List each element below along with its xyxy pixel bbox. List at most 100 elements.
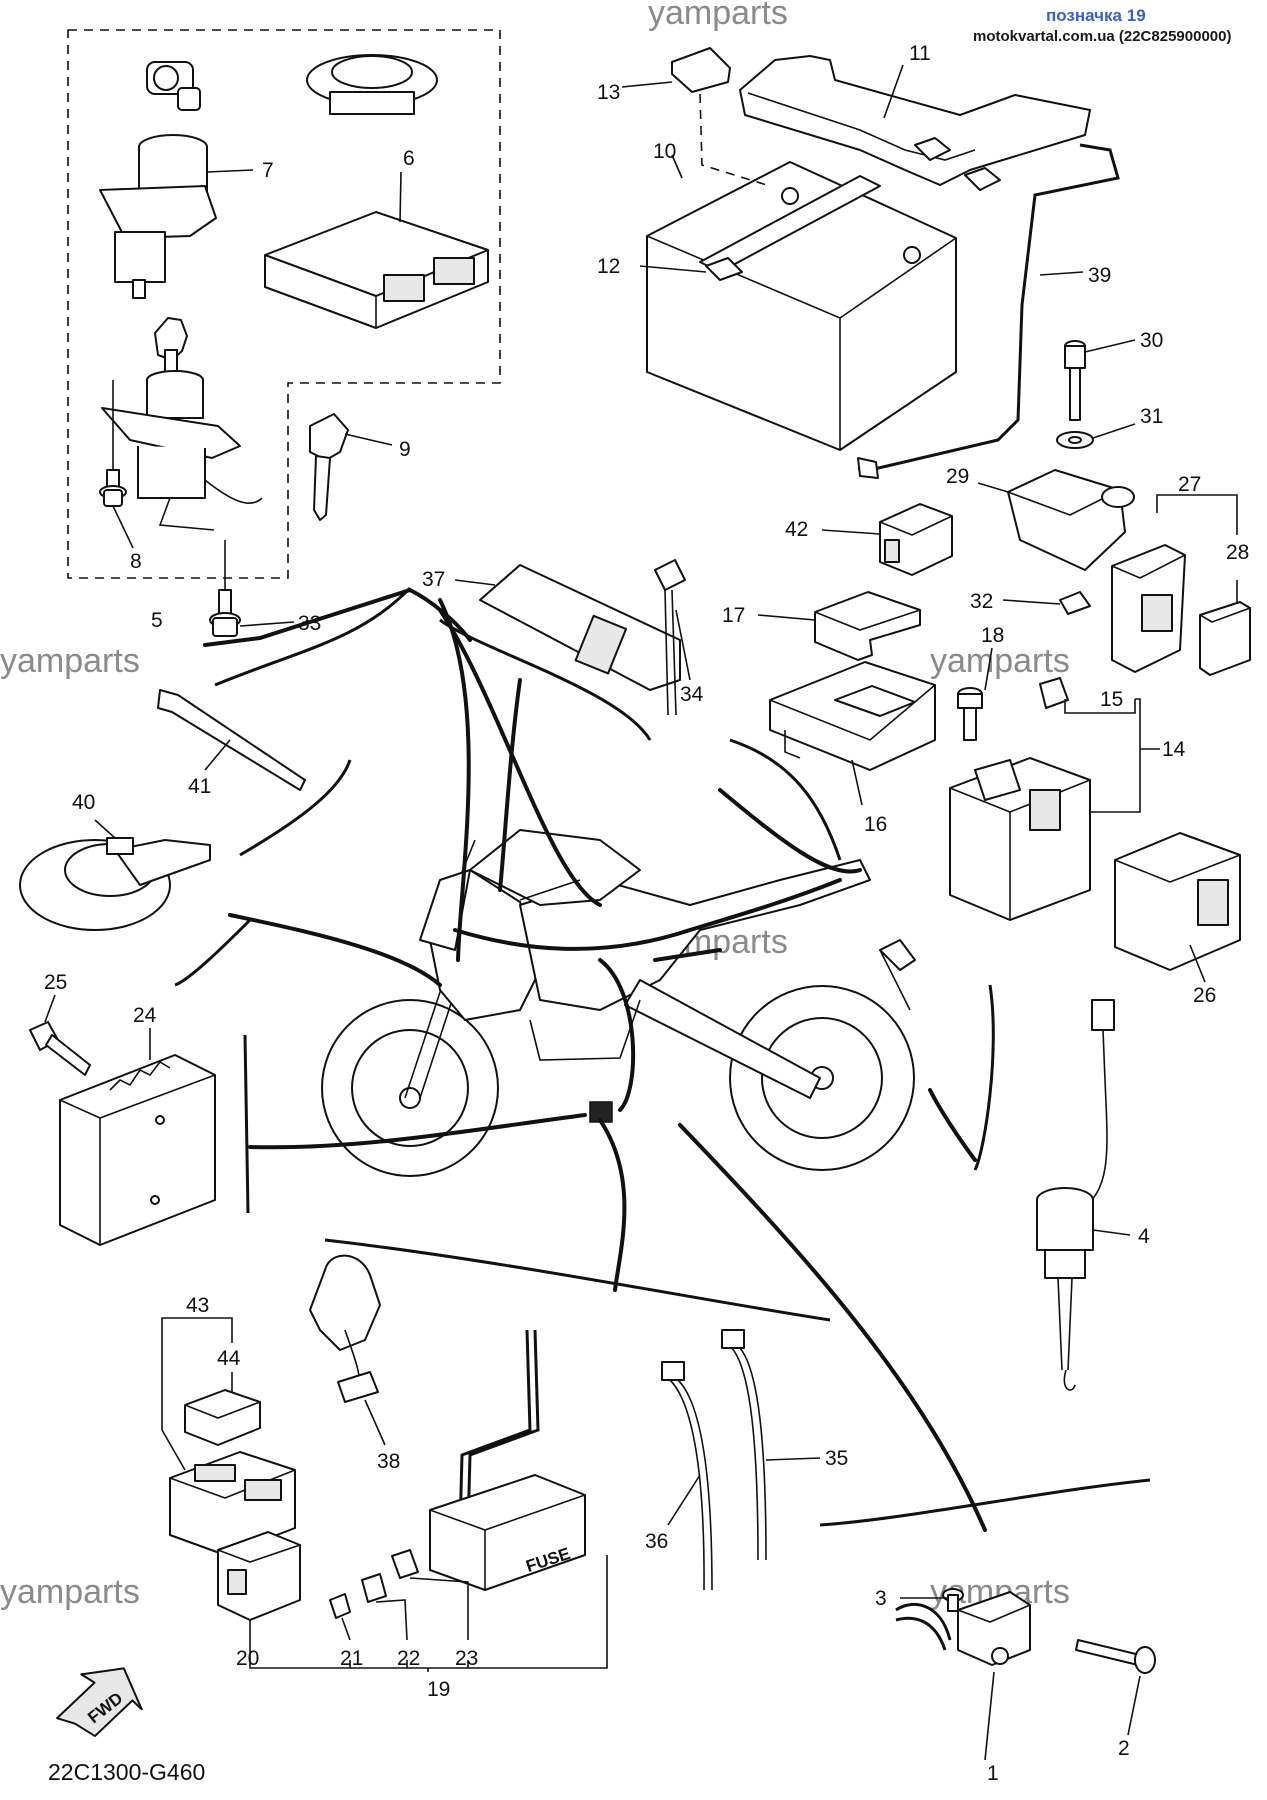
diagram-code: 22C1300-G460 — [48, 1759, 205, 1785]
battery-band-part-11[interactable] — [739, 55, 1091, 191]
coupler-part-43[interactable] — [169, 1451, 296, 1556]
watermark: yamparts — [930, 642, 1070, 680]
callout-34: 34 — [680, 683, 704, 706]
clamp-part-38[interactable] — [309, 1254, 381, 1403]
callout-1: 1 — [987, 1762, 999, 1785]
callout-14: 14 — [1162, 738, 1186, 761]
callout-13: 13 — [597, 81, 620, 104]
callout-6: 6 — [403, 147, 415, 170]
screw-part-8[interactable] — [99, 469, 127, 507]
fuse-part-15[interactable] — [1039, 677, 1069, 709]
callout-12: 12 — [597, 255, 620, 278]
leader-line — [228, 913, 442, 987]
clip-part-13[interactable] — [671, 47, 731, 93]
cable-tie-part-41[interactable] — [157, 689, 306, 791]
callout-16: 16 — [864, 813, 887, 836]
bolt-part-30[interactable] — [1064, 340, 1086, 421]
callout-4: 4 — [1138, 1225, 1150, 1248]
fuel-cap-part[interactable] — [306, 54, 438, 115]
bolt-part-18[interactable] — [957, 687, 983, 741]
callout-43: 43 — [186, 1294, 209, 1317]
relay-part-42[interactable] — [879, 503, 953, 576]
callout-8: 8 — [130, 550, 142, 573]
leader-line — [598, 1118, 627, 1292]
battery-part-10[interactable] — [646, 161, 957, 451]
cover-part-17[interactable] — [814, 591, 921, 661]
callout-11: 11 — [909, 42, 931, 65]
horn-part-40[interactable] — [19, 837, 211, 931]
callout-19: 19 — [427, 1678, 450, 1701]
motorcycle-illustration — [321, 829, 916, 1177]
relay-part-28[interactable] — [1199, 601, 1251, 676]
callout-40: 40 — [72, 791, 95, 814]
callout-37: 37 — [422, 568, 445, 591]
clip-part-12[interactable] — [705, 257, 743, 281]
watermark: yamparts — [0, 642, 140, 680]
cable-part-39[interactable] — [857, 143, 1120, 472]
callout-30: 30 — [1140, 329, 1163, 352]
main-switch-part-7[interactable] — [99, 134, 217, 299]
leader-line — [438, 608, 602, 907]
clip-part-32[interactable] — [1059, 591, 1091, 615]
leader-line — [248, 1113, 587, 1150]
callout-42: 42 — [785, 518, 808, 541]
header-site[interactable]: motokvartal.com.ua (22C825900000) — [973, 28, 1231, 45]
callout-23: 23 — [455, 1647, 478, 1670]
manual-part-37[interactable] — [479, 564, 681, 691]
cable-tie-part-36[interactable] — [661, 1361, 713, 1591]
callout-22: 22 — [397, 1647, 420, 1670]
neutral-switch-part-4[interactable] — [1036, 999, 1115, 1391]
leader-line — [718, 788, 862, 874]
bolt-part-33[interactable] — [209, 589, 241, 637]
rectifier-part-24[interactable] — [59, 1054, 216, 1246]
fuse-part-23[interactable] — [391, 1549, 419, 1579]
cable-tie-part-34[interactable] — [654, 559, 686, 716]
leader-line — [438, 598, 471, 962]
leader-line — [498, 678, 522, 892]
ignition-switch-assembly[interactable] — [101, 317, 263, 531]
callout-20: 20 — [236, 1647, 259, 1670]
cable-tie-part-35[interactable] — [721, 1329, 767, 1561]
callout-2: 2 — [1118, 1737, 1130, 1760]
header-title[interactable]: позначка 19 — [1046, 6, 1146, 25]
callout-38: 38 — [377, 1450, 400, 1473]
watermark: yamparts — [0, 1573, 140, 1611]
callout-36: 36 — [645, 1530, 668, 1553]
lock-cylinder-part[interactable] — [146, 61, 201, 111]
fwd-arrow-icon: FWD — [56, 1667, 143, 1738]
watermark: yamparts — [648, 0, 788, 32]
fuse-part-21[interactable] — [329, 1593, 351, 1619]
callout-44: 44 — [217, 1347, 241, 1370]
callout-7: 7 — [262, 159, 274, 182]
leader-line — [678, 1123, 987, 1532]
key-part-9[interactable] — [309, 413, 349, 521]
callout-3: 3 — [875, 1587, 887, 1610]
coupler-part-20[interactable] — [217, 1531, 301, 1621]
callout-9: 9 — [399, 438, 411, 461]
ecu-part-6[interactable] — [264, 211, 489, 329]
starter-relay-part-29[interactable] — [1007, 469, 1135, 571]
callout-10: 10 — [653, 140, 676, 163]
fuse-box-part-19[interactable]: FUSE — [429, 1329, 586, 1591]
relay-cover-part-16[interactable] — [769, 661, 936, 771]
cover-part-44[interactable] — [184, 1389, 261, 1446]
callout-15: 15 — [1100, 688, 1123, 711]
leader-line — [928, 1088, 977, 1162]
bolt-part-25[interactable] — [29, 1021, 91, 1076]
washer-part-31[interactable] — [1056, 431, 1094, 449]
relay-part-27[interactable] — [1111, 544, 1186, 673]
group-5-dashed-outline — [67, 29, 501, 579]
bolt-part-2[interactable] — [1075, 1639, 1156, 1674]
callout-24: 24 — [133, 1004, 157, 1027]
starter-relay-part-14[interactable] — [949, 757, 1091, 921]
callout-31: 31 — [1140, 405, 1163, 428]
callout-17: 17 — [722, 604, 745, 627]
leader-line — [653, 948, 722, 962]
callout-29: 29 — [946, 465, 969, 488]
callout-18: 18 — [981, 624, 1004, 647]
sensor-part-1[interactable] — [895, 1591, 1031, 1666]
fuse-part-22[interactable] — [361, 1573, 387, 1603]
flasher-relay-part-26[interactable] — [1114, 832, 1241, 971]
callout-27: 27 — [1178, 473, 1201, 496]
